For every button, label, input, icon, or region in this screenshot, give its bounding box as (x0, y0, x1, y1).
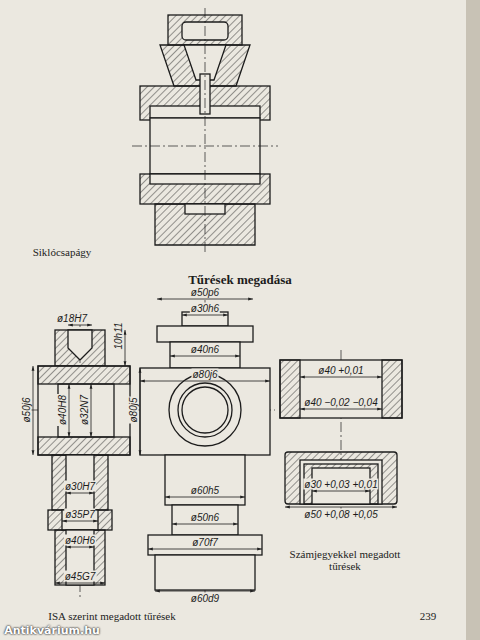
right-part (280, 360, 402, 504)
dimension-line (148, 549, 262, 550)
dimension-line (91, 384, 92, 437)
dimension-line (165, 497, 245, 498)
dimension-line (66, 493, 94, 494)
dimension-line (285, 507, 397, 508)
caption: Számjegyekkel megadott tűrések (274, 548, 416, 572)
dimension-line (155, 591, 255, 592)
dimension-label: ø50 +0,08 +0,05 (303, 509, 378, 520)
dimension-line (157, 299, 253, 300)
dimension-line (172, 524, 238, 525)
dimension-line (55, 583, 105, 584)
caption: Siklócsapágy (32, 246, 93, 258)
dimension-label: ø60h5 (190, 485, 220, 496)
dimension-line (33, 366, 34, 455)
page-edge (466, 0, 480, 640)
dimension-label: ø18H7 (56, 313, 88, 324)
dimension-label: ø40H8 (57, 394, 68, 426)
dimension-label: ø40n6 (190, 344, 220, 355)
dimension-line (300, 377, 382, 378)
caption: ISA szerint megadott tűrések (47, 610, 176, 622)
dimension-lines (33, 299, 397, 591)
dimension-line (170, 356, 240, 357)
dimension-label: ø50p6 (190, 287, 220, 298)
dimension-line (300, 409, 382, 410)
dimension-label: ø45G7 (64, 571, 97, 582)
dimension-label: ø60d9 (190, 593, 220, 604)
dimension-label: ø80j5 (128, 396, 139, 423)
caption: 239 (419, 610, 438, 622)
dimension-line (62, 521, 98, 522)
dimension-label: ø80j6 (191, 369, 218, 380)
dimension-label: ø40 +0,01 (317, 365, 364, 376)
dimension-label: ø40H6 (64, 535, 96, 546)
dimension-label: ø32N7 (79, 394, 90, 426)
dimension-line (68, 325, 92, 326)
title: Tűrések megadása (187, 273, 293, 287)
dimension-line (312, 491, 370, 492)
middle-part (140, 312, 270, 590)
dimension-line (125, 330, 126, 366)
center-lines (30, 8, 341, 600)
dimension-line (182, 315, 228, 316)
dimension-label: ø35P7 (64, 509, 95, 520)
dimension-label: ø40 −0,02 −0,04 (303, 397, 378, 408)
dimension-line (66, 547, 94, 548)
caption: Antikvárium.hu (3, 625, 101, 637)
dimension-label: ø30 +0,03 +0,01 (303, 479, 378, 490)
dimension-line (140, 381, 270, 382)
left-part (38, 330, 130, 585)
dimension-label: ø50n6 (190, 512, 220, 523)
dimension-label: ø50j6 (21, 396, 32, 423)
dimension-label: ø30H7 (64, 481, 96, 492)
dimension-label: 10h11 (113, 321, 124, 350)
dimension-line (140, 368, 141, 455)
dimension-label: ø70f7 (191, 537, 219, 548)
dimension-label: ø30h6 (190, 303, 220, 314)
dimension-line (69, 384, 70, 437)
